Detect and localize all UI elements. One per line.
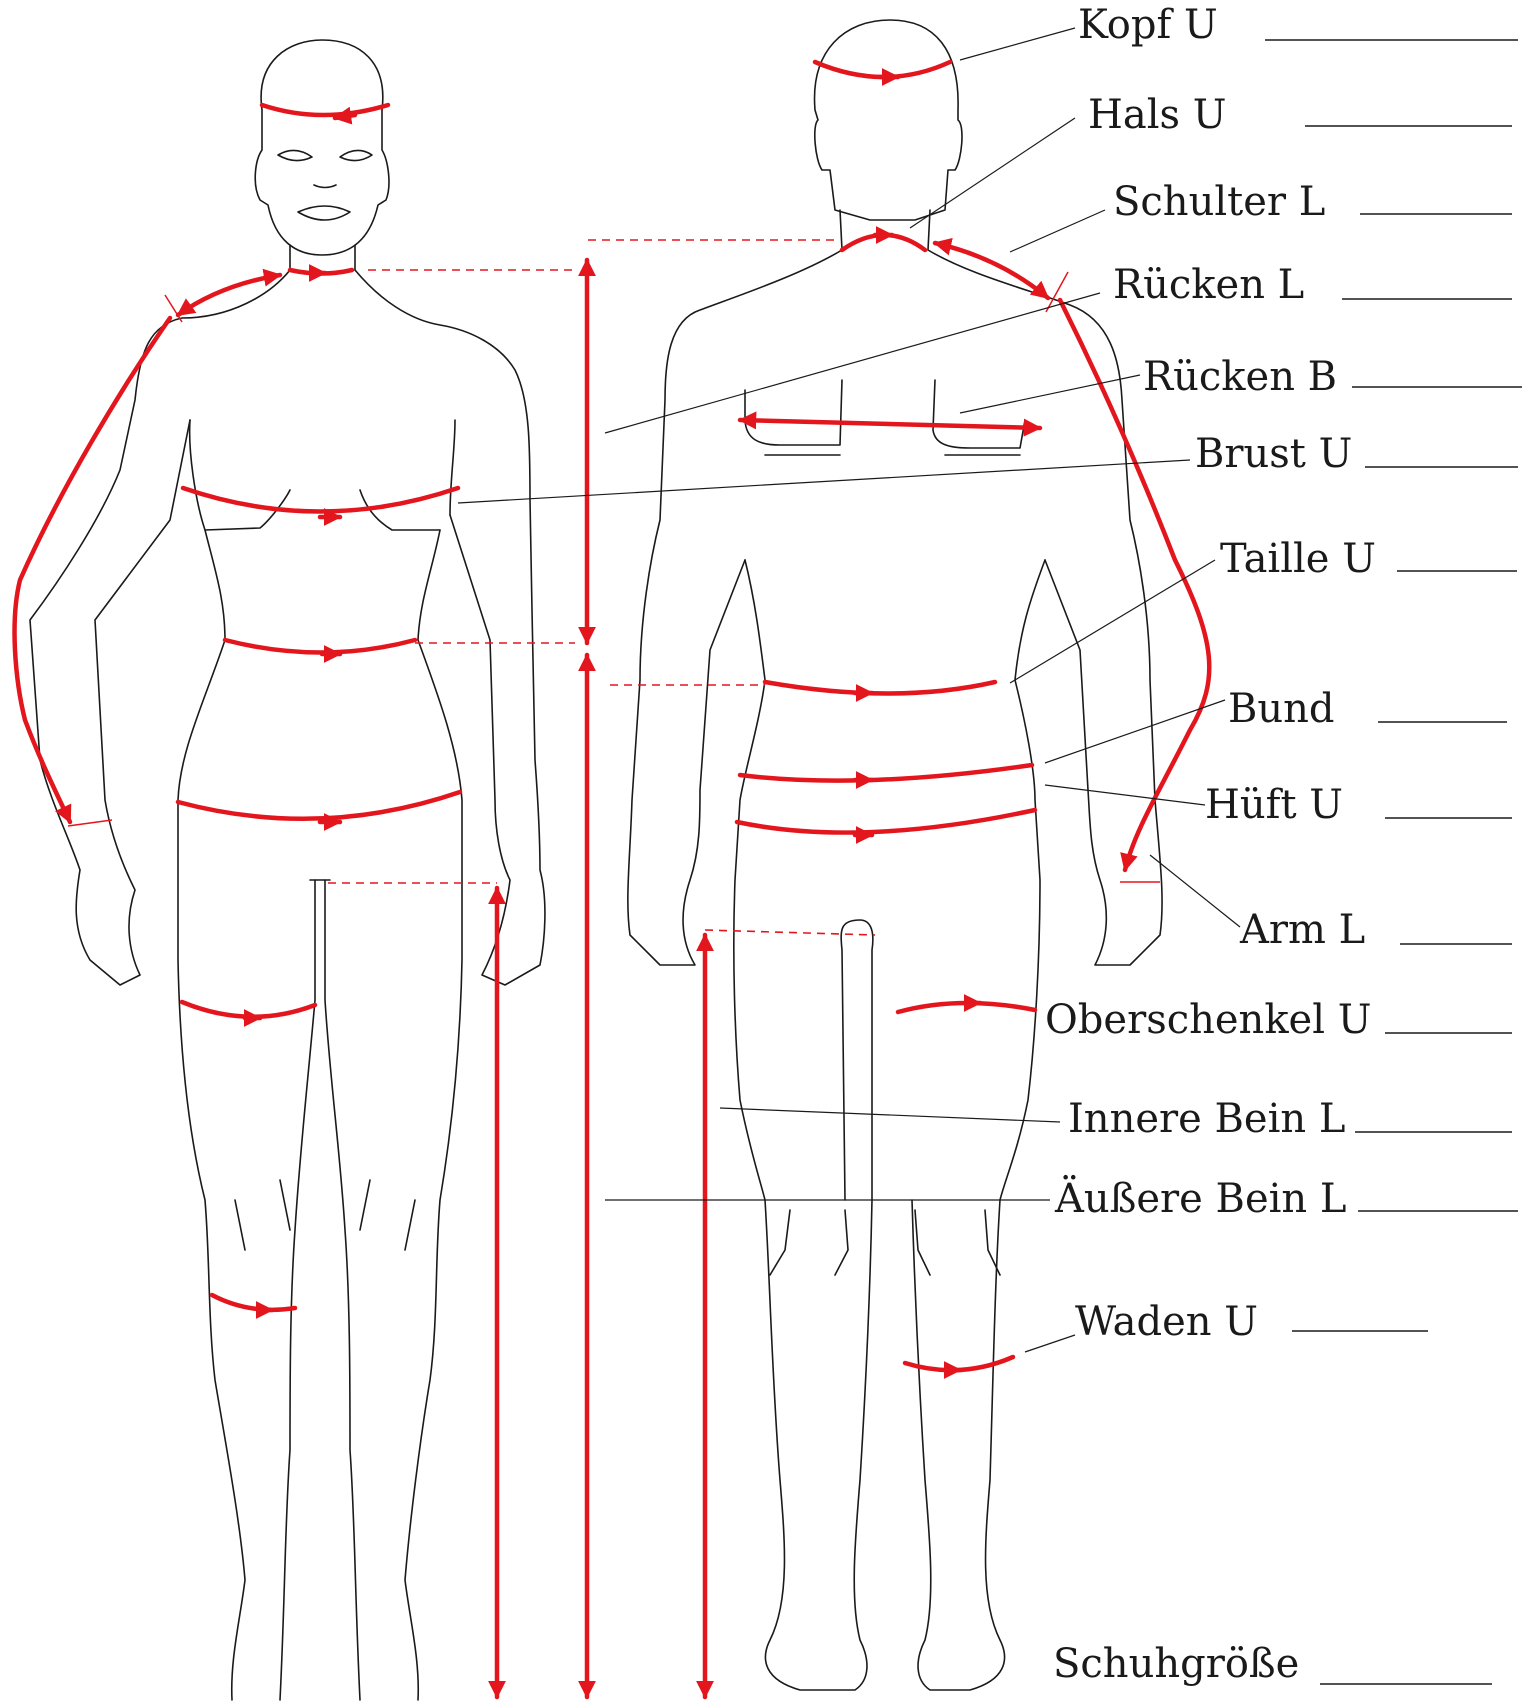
label-oberschenkel-u: Oberschenkel U: [1045, 997, 1371, 1043]
back-figure: [628, 20, 1162, 1690]
label-schuhgroesse: Schuhgröße: [1053, 1641, 1299, 1687]
measurement-labels: Kopf U Hals U Schulter L Rücken L Rücken…: [1045, 2, 1376, 1687]
label-hueft-u: Hüft U: [1205, 782, 1343, 828]
thigh-circumference-mark: [182, 1002, 315, 1017]
label-aeussere-bein-l: Äußere Bein L: [1054, 1176, 1346, 1222]
label-bund: Bund: [1228, 686, 1335, 732]
front-figure: [30, 40, 545, 1700]
label-ruecken-b: Rücken B: [1143, 354, 1337, 400]
label-arm-l: Arm L: [1239, 907, 1365, 953]
front-measurements: [15, 105, 587, 1697]
hip-circumference-mark: [178, 792, 460, 819]
shoulder-mark: [178, 275, 280, 315]
waist-circumference-mark: [225, 640, 415, 653]
label-innere-bein-l: Innere Bein L: [1068, 1096, 1345, 1142]
label-ruecken-l: Rücken L: [1113, 262, 1304, 308]
bust-circumference-mark: [183, 488, 458, 512]
label-hals-u: Hals U: [1088, 92, 1226, 138]
label-kopf-u: Kopf U: [1078, 2, 1218, 48]
leader-lines: [458, 28, 1240, 1352]
label-schulter-l: Schulter L: [1113, 179, 1325, 225]
label-waden-u: Waden U: [1075, 1299, 1258, 1345]
label-brust-u: Brust U: [1195, 431, 1352, 477]
head-circumference-mark: [262, 105, 388, 115]
arm-length-mark: [15, 318, 170, 822]
calf-circumference-mark: [212, 1295, 295, 1310]
label-taille-u: Taille U: [1220, 536, 1376, 582]
